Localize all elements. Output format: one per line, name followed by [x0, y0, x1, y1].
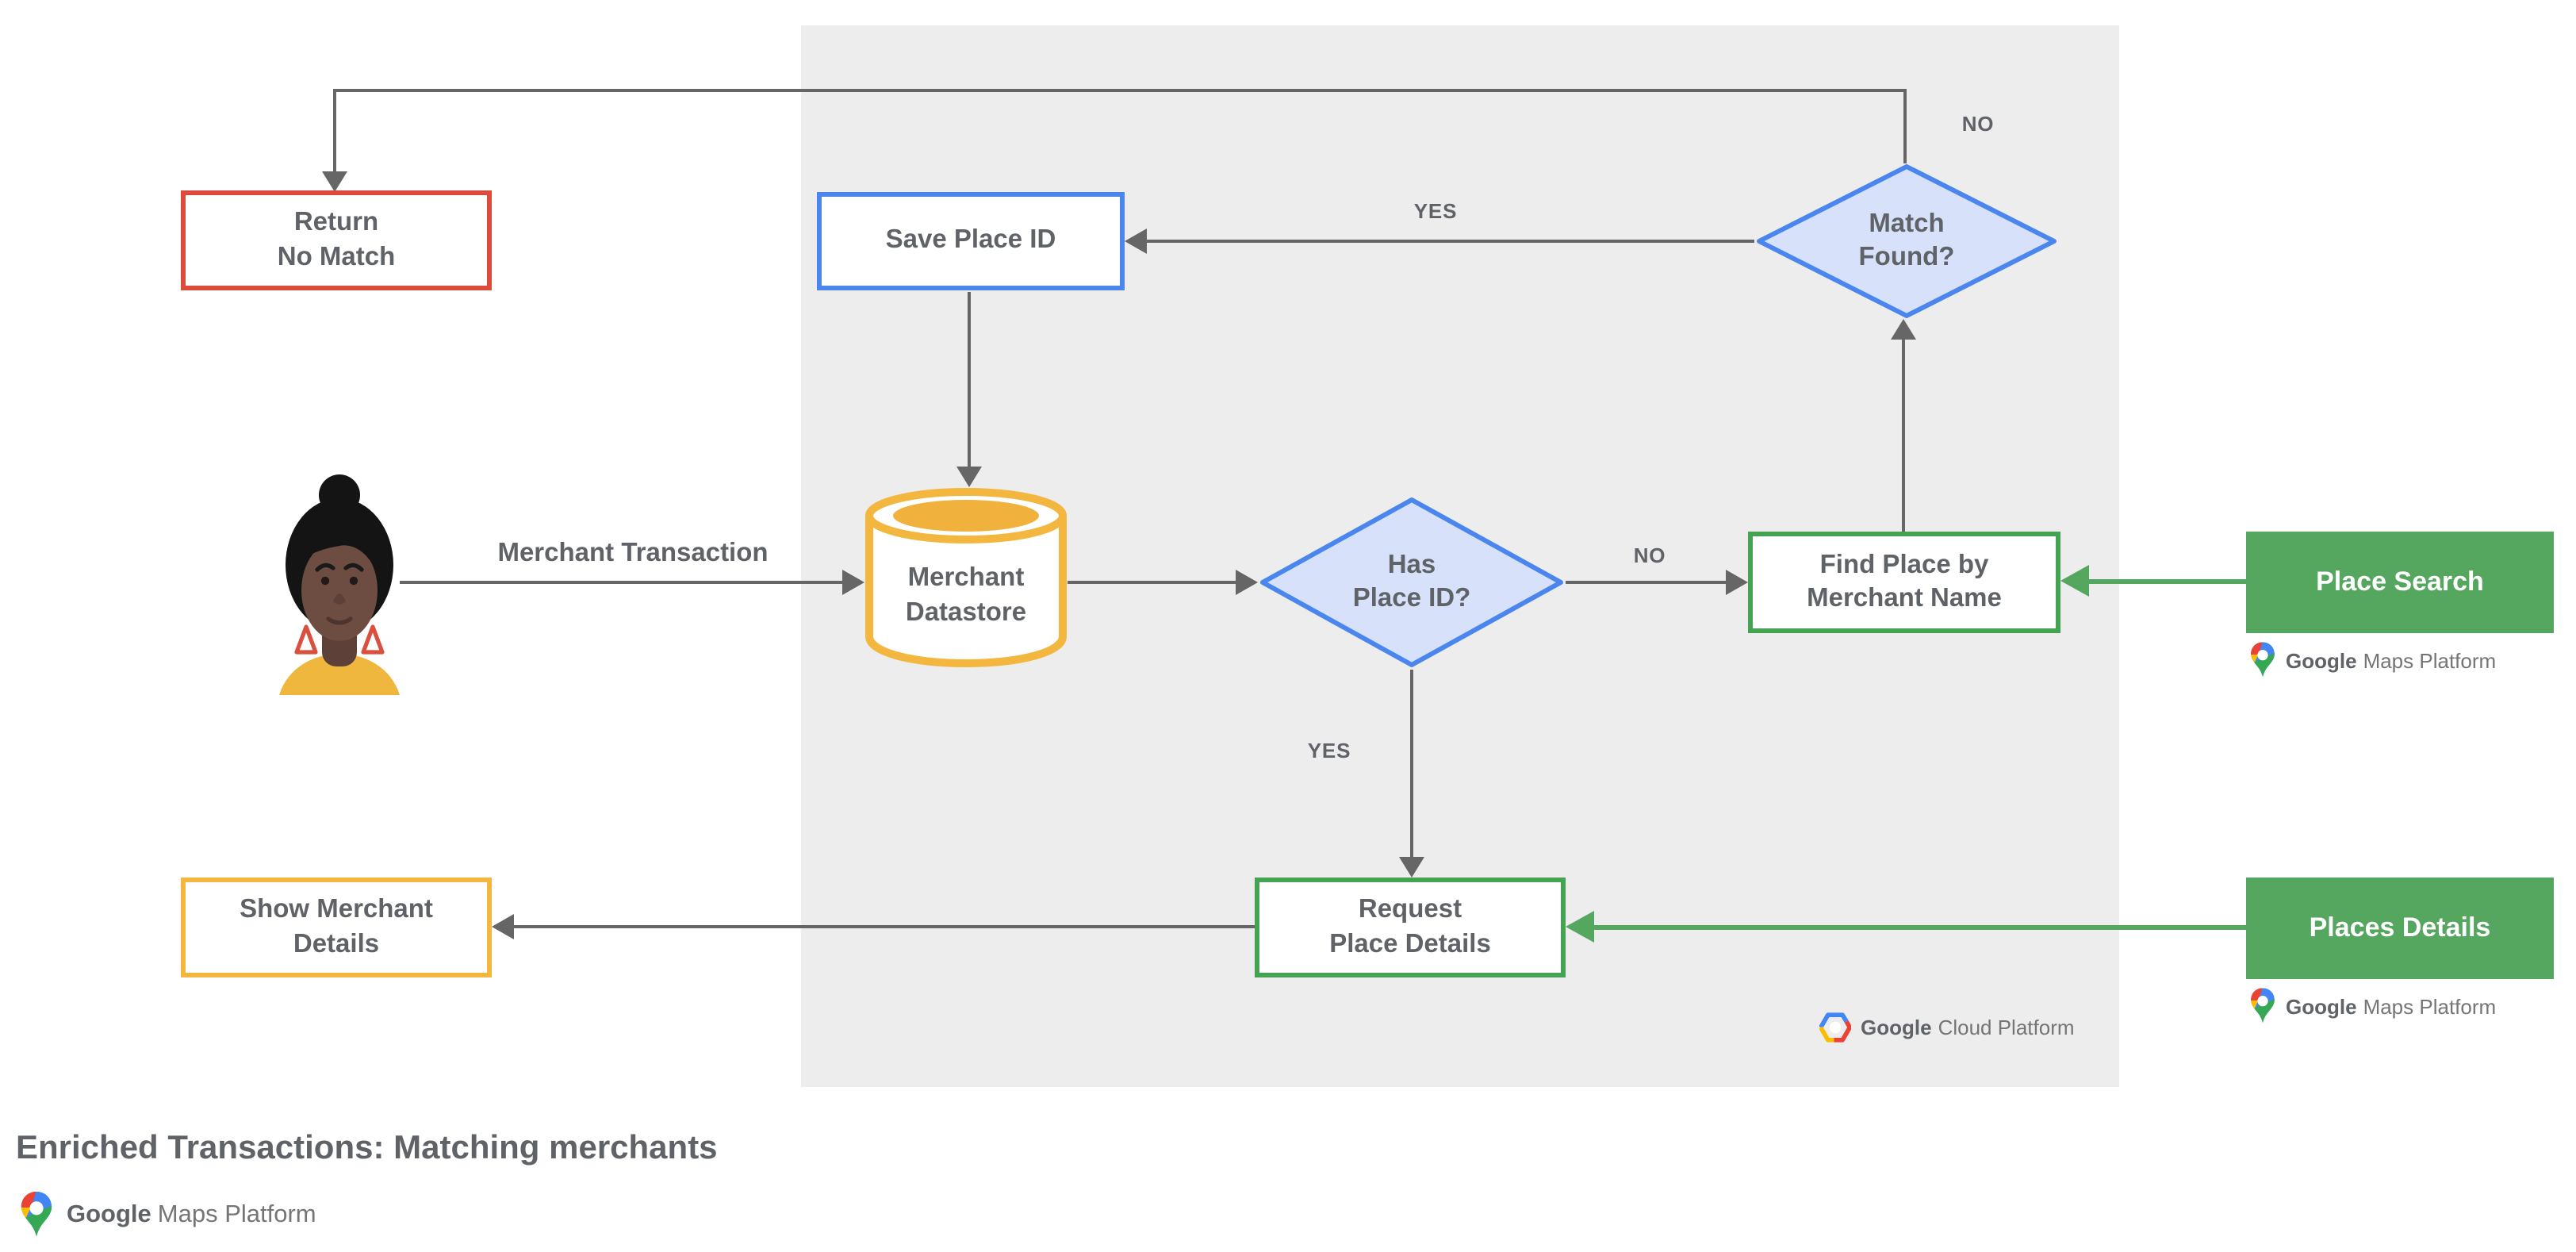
node-label: No Match: [277, 242, 396, 271]
brand-word-google: Google: [67, 1200, 151, 1227]
user-avatar: [279, 474, 400, 695]
node-label: Match: [1869, 209, 1945, 238]
cloud-platform-brand: Google Cloud Platform: [1819, 1012, 2075, 1043]
node-return-no-match: Return No Match: [181, 190, 492, 290]
diamond-shape-icon: [1757, 164, 2057, 318]
label-has-place-id-yes: YES: [1307, 739, 1351, 762]
arrowhead-into-datastore: [956, 467, 982, 487]
node-label: Save Place ID: [885, 225, 1056, 255]
datastore-cylinder-icon: [865, 488, 1067, 668]
node-places-details-api: Places Details: [2246, 878, 2554, 979]
arrowhead-into-show-details: [492, 914, 514, 939]
node-label: Merchant Name: [1807, 584, 2002, 613]
node-label: Find Place by: [1819, 550, 1989, 579]
brand-word-google: Google: [2286, 648, 2357, 672]
edge-request-to-show-details: [514, 925, 1255, 928]
node-request-place-details: Request Place Details: [1255, 878, 1566, 977]
brand-word-product: Cloud Platform: [1938, 1016, 2075, 1039]
edge-place-search-api: [2087, 579, 2246, 584]
arrowhead-into-request-details: [1399, 857, 1424, 878]
label-has-place-id-no: NO: [1633, 543, 1666, 567]
edge-save-to-datastore: [968, 292, 971, 468]
brand-word-google: Google: [1861, 1016, 1932, 1039]
maps-platform-brand: Google Maps Platform: [2249, 987, 2496, 1025]
node-label: Found?: [1858, 243, 1955, 271]
arrowhead-places-details-api: [1566, 911, 1594, 943]
node-label: Merchant: [907, 563, 1025, 592]
arrowhead-into-has-place-id: [1236, 570, 1258, 595]
label-merchant-transaction: Merchant Transaction: [497, 539, 769, 567]
edge-no-top-left-vertical: [333, 89, 336, 173]
node-save-place-id: Save Place ID: [817, 192, 1125, 290]
label-match-found-no: NO: [1961, 112, 1995, 136]
arrowhead-user-to-datastore: [842, 570, 864, 595]
edge-user-to-datastore: [400, 581, 845, 584]
node-label: Places Details: [2309, 912, 2491, 943]
maps-pin-icon: [2251, 988, 2275, 1023]
node-label: Has: [1387, 550, 1436, 579]
node-label: Request: [1358, 895, 1462, 924]
gcp-hexagon-icon: [1819, 1012, 1851, 1043]
maps-platform-brand: Google Maps Platform: [2249, 641, 2496, 679]
label-match-found-yes: YES: [1413, 199, 1458, 223]
arrowhead-into-find-place: [1726, 570, 1748, 595]
maps-pin-icon: [21, 1191, 52, 1237]
diamond-shape-icon: [1260, 497, 1563, 667]
node-label: Datastore: [905, 598, 1027, 627]
edge-no-top-right-vertical: [1903, 89, 1907, 163]
edge-no-top-horizontal: [335, 89, 1907, 92]
maps-platform-brand-footer: Google Maps Platform: [19, 1190, 316, 1239]
brand-word-product: Maps Platform: [2363, 648, 2497, 672]
node-label: Return: [293, 208, 379, 237]
edge-datastore-to-has-place-id: [1068, 581, 1239, 584]
node-has-place-id-decision: Has Place ID?: [1258, 495, 1566, 670]
diagram-title: Enriched Transactions: Matching merchant…: [16, 1130, 718, 1166]
edge-yes-to-save-place-id: [1147, 240, 1754, 243]
edge-find-place-to-match-found: [1902, 340, 1905, 532]
edge-no-to-find-place: [1566, 581, 1729, 584]
node-label: Place Search: [2316, 566, 2484, 597]
brand-word-product: Maps Platform: [157, 1200, 316, 1227]
node-place-search-api: Place Search: [2246, 532, 2554, 633]
arrowhead-into-save-place-id: [1125, 229, 1147, 254]
node-label: Place Details: [1329, 929, 1491, 958]
maps-pin-icon: [2251, 642, 2275, 678]
edge-places-details-api: [1593, 925, 2246, 930]
node-merchant-datastore: Merchant Datastore: [864, 487, 1068, 668]
brand-word-google: Google: [2286, 994, 2357, 1018]
node-show-merchant-details: Show Merchant Details: [181, 878, 492, 977]
edge-yes-to-request-details: [1410, 670, 1413, 858]
node-match-found-decision: Match Found?: [1754, 162, 2059, 321]
arrowhead-into-match-found: [1891, 319, 1916, 340]
arrowhead-place-search-api: [2060, 565, 2089, 597]
arrowhead-into-return-no-match: [322, 171, 347, 192]
node-label: Place ID?: [1352, 584, 1471, 613]
node-label: Details: [293, 929, 380, 958]
node-label: Show Merchant: [240, 895, 433, 924]
node-find-place-by-merchant-name: Find Place by Merchant Name: [1748, 532, 2060, 633]
brand-word-product: Maps Platform: [2363, 994, 2497, 1018]
